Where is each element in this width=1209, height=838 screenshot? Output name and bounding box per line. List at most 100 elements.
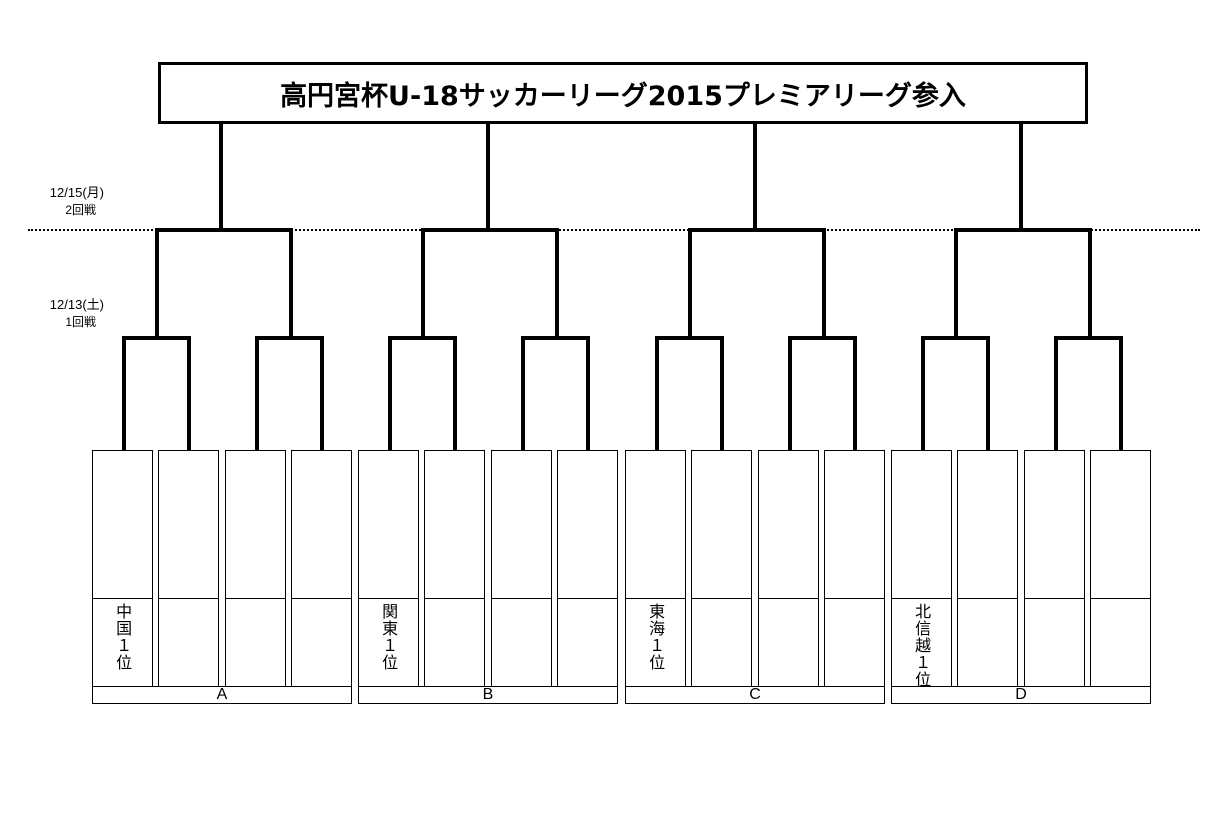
team-slot-d3-name-area [1025, 599, 1084, 690]
group-bar-b: B [358, 686, 618, 704]
round1-leg-a1-left [122, 336, 126, 450]
team-name-c1: 東海１位 [646, 603, 666, 671]
team-slot-c1-name-area: 東海１位 [626, 599, 685, 690]
team-slot-c3-name-area [759, 599, 818, 690]
team-slot-d3[interactable] [1024, 450, 1085, 691]
team-slot-a4-score-area [292, 451, 351, 599]
team-slot-d1-score-area [892, 451, 951, 599]
round1-leg-b2-left [521, 336, 525, 450]
round1-leg-d2-left [1054, 336, 1058, 450]
team-slot-d2-name-area [958, 599, 1017, 690]
team-slot-d2[interactable] [957, 450, 1018, 691]
round2-crossbar-a [155, 228, 293, 232]
round2-leg-c-left [688, 228, 692, 338]
round1-leg-b1-left [388, 336, 392, 450]
round1-leg-c1-left [655, 336, 659, 450]
team-slot-c1-score-area [626, 451, 685, 599]
team-slot-a2[interactable] [158, 450, 219, 691]
team-slot-b2[interactable] [424, 450, 485, 691]
team-slot-d4-score-area [1091, 451, 1150, 599]
team-slot-a4[interactable] [291, 450, 352, 691]
round2-leg-d-left [954, 228, 958, 338]
round2-crossbar-c [688, 228, 826, 232]
round-label-round2: 12/15(月) 2回戦 [0, 184, 104, 218]
round1-crossbar-b2 [521, 336, 590, 340]
group-letter-d: D [1015, 686, 1027, 703]
group-letter-c: C [749, 686, 761, 703]
round1-crossbar-c1 [655, 336, 724, 340]
round-label-round1: 12/13(土) 1回戦 [0, 296, 104, 330]
round1-leg-d1-left [921, 336, 925, 450]
team-slot-b1[interactable]: 関東１位 [358, 450, 419, 691]
round1-leg-a2-right [320, 336, 324, 450]
team-slot-c3-score-area [759, 451, 818, 599]
team-slot-b4-score-area [558, 451, 617, 599]
round1-leg-c1-right [720, 336, 724, 450]
team-slot-b2-score-area [425, 451, 484, 599]
team-slot-c2[interactable] [691, 450, 752, 691]
team-slot-b3-score-area [492, 451, 551, 599]
round1-leg-a1-right [187, 336, 191, 450]
group-bar-c: C [625, 686, 885, 704]
team-slot-c3[interactable] [758, 450, 819, 691]
round1-leg-d2-right [1119, 336, 1123, 450]
round2-crossbar-b [421, 228, 559, 232]
round1-leg-a2-left [255, 336, 259, 450]
round2-leg-d-right [1088, 228, 1092, 338]
team-slot-d1[interactable]: 北信越１位 [891, 450, 952, 691]
team-slot-b4[interactable] [557, 450, 618, 691]
round2-name: 2回戦 [65, 202, 96, 217]
round2-leg-c-right [822, 228, 826, 338]
round1-crossbar-d2 [1054, 336, 1123, 340]
team-slot-d1-name-area: 北信越１位 [892, 599, 951, 690]
round2-leg-b-right [555, 228, 559, 338]
group-bar-d: D [891, 686, 1151, 704]
team-slot-c4-name-area [825, 599, 884, 690]
final-drop-line-a [219, 124, 223, 231]
tournament-title-box: 高円宮杯U-18サッカーリーグ2015プレミアリーグ参入 [158, 62, 1088, 124]
team-slot-a1-score-area [93, 451, 152, 599]
team-slot-b1-name-area: 関東１位 [359, 599, 418, 690]
group-bar-a: A [92, 686, 352, 704]
team-slot-a3-name-area [226, 599, 285, 690]
team-slot-d3-score-area [1025, 451, 1084, 599]
team-slot-a1-name-area: 中国１位 [93, 599, 152, 690]
team-slot-c4[interactable] [824, 450, 885, 691]
team-slot-b3-name-area [492, 599, 551, 690]
round2-leg-b-left [421, 228, 425, 338]
team-name-b1: 関東１位 [379, 603, 399, 671]
round2-date: 12/15(月) [49, 185, 104, 200]
round1-crossbar-c2 [788, 336, 857, 340]
team-slot-c1[interactable]: 東海１位 [625, 450, 686, 691]
round1-leg-c2-right [853, 336, 857, 450]
round1-leg-c2-left [788, 336, 792, 450]
round1-crossbar-d1 [921, 336, 990, 340]
team-slot-b4-name-area [558, 599, 617, 690]
team-slot-b1-score-area [359, 451, 418, 599]
round1-date: 12/13(土) [49, 297, 104, 312]
team-slot-c2-name-area [692, 599, 751, 690]
team-slot-a3-score-area [226, 451, 285, 599]
round1-leg-b2-right [586, 336, 590, 450]
team-slot-a2-score-area [159, 451, 218, 599]
group-letter-b: B [482, 686, 494, 703]
team-name-d1: 北信越１位 [912, 603, 932, 688]
team-slot-a1[interactable]: 中国１位 [92, 450, 153, 691]
page-title: 高円宮杯U-18サッカーリーグ2015プレミアリーグ参入 [280, 80, 966, 112]
round1-crossbar-a2 [255, 336, 324, 340]
round2-leg-a-left [155, 228, 159, 338]
team-name-a1: 中国１位 [113, 603, 133, 671]
final-drop-line-b [486, 124, 490, 231]
final-drop-line-c [753, 124, 757, 231]
team-slot-a2-name-area [159, 599, 218, 690]
round1-crossbar-a1 [122, 336, 191, 340]
team-slot-c2-score-area [692, 451, 751, 599]
team-slot-c4-score-area [825, 451, 884, 599]
round-separator-dotted-line [28, 229, 1200, 231]
round1-leg-b1-right [453, 336, 457, 450]
round1-name: 1回戦 [65, 314, 96, 329]
team-slot-d2-score-area [958, 451, 1017, 599]
team-slot-d4[interactable] [1090, 450, 1151, 691]
team-slot-a3[interactable] [225, 450, 286, 691]
team-slot-b3[interactable] [491, 450, 552, 691]
